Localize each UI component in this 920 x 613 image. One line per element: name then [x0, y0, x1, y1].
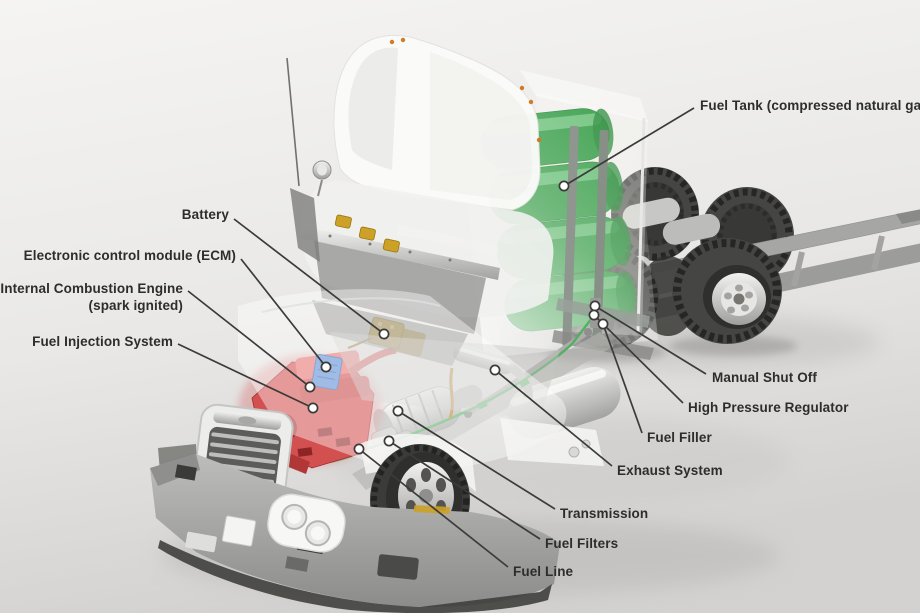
label-battery: Battery [181, 207, 229, 222]
windshield [314, 240, 486, 334]
hood [238, 289, 604, 492]
label-fuel-injection-system: Fuel Injection System [32, 334, 173, 349]
leader-line-ecm [240, 258, 327, 368]
clearance-light [519, 85, 525, 91]
rear-wheel-near-right [672, 238, 782, 344]
fog-light [174, 464, 197, 481]
leader-line-manual-shut-off [594, 305, 707, 375]
cab-marker-lamp [358, 226, 376, 241]
dot-fuel-injection-system [307, 402, 319, 414]
dot-manual-shut-off [589, 300, 601, 312]
dot-exhaust-system [489, 364, 501, 376]
dot-fuel-line [353, 443, 365, 455]
label-high-pressure-regulator: High Pressure Regulator [688, 400, 849, 415]
leader-line-internal-combustion-engine [187, 290, 311, 388]
muffler [507, 366, 621, 439]
cab-marker-lamp [382, 238, 400, 253]
leader-line-fuel-tank [563, 107, 695, 187]
dot-battery [378, 328, 390, 340]
dot-fuel-tank [558, 180, 570, 192]
headlight-pod [267, 493, 346, 553]
windshield-trim [300, 226, 500, 280]
dot-high-pressure-regulator [588, 309, 600, 321]
leader-line-battery [233, 218, 385, 335]
label-transmission: Transmission [560, 506, 649, 521]
label-manual-shut-off: Manual Shut Off [712, 370, 817, 385]
brand-logo [238, 416, 257, 425]
label-exhaust-system: Exhaust System [617, 463, 723, 478]
door-shadow [290, 188, 320, 262]
label-internal-combustion-engine: Internal Combustion Engine(spark ignited… [0, 281, 183, 313]
antenna [286, 57, 300, 187]
clearance-light [528, 99, 534, 105]
orange-hose [448, 367, 454, 419]
bumper [150, 444, 560, 613]
leader-line-exhaust-system [494, 369, 613, 467]
label-ecm: Electronic control module (ECM) [23, 248, 236, 263]
cab-marker-lamp [334, 214, 352, 229]
label-fuel-tank: Fuel Tank (compressed natural gas) [700, 98, 920, 113]
leader-line-transmission [397, 410, 556, 510]
amber-marker [413, 505, 451, 514]
leader-line-high-pressure-regulator [593, 314, 684, 404]
clearance-light [536, 137, 542, 143]
leader-line-fuel-line [358, 448, 509, 568]
clearance-light [389, 39, 395, 45]
dot-fuel-filler [597, 318, 609, 330]
dot-ecm [320, 361, 332, 373]
dot-internal-combustion-engine [304, 381, 316, 393]
cab-floor [330, 332, 560, 420]
leader-line-fuel-filters [388, 440, 541, 540]
label-fuel-line: Fuel Line [513, 564, 574, 579]
license-plate [221, 515, 257, 547]
callouts [177, 107, 707, 568]
cab [286, 34, 554, 334]
clearance-light [400, 37, 406, 43]
interior-shadow [312, 300, 468, 366]
leader-line-fuel-filler [602, 323, 643, 434]
leader-line-fuel-injection-system [177, 343, 314, 409]
dot-transmission [392, 405, 404, 417]
label-fuel-filler: Fuel Filler [647, 430, 712, 445]
dot-fuel-filters [383, 435, 395, 447]
label-fuel-filters: Fuel Filters [545, 536, 619, 551]
